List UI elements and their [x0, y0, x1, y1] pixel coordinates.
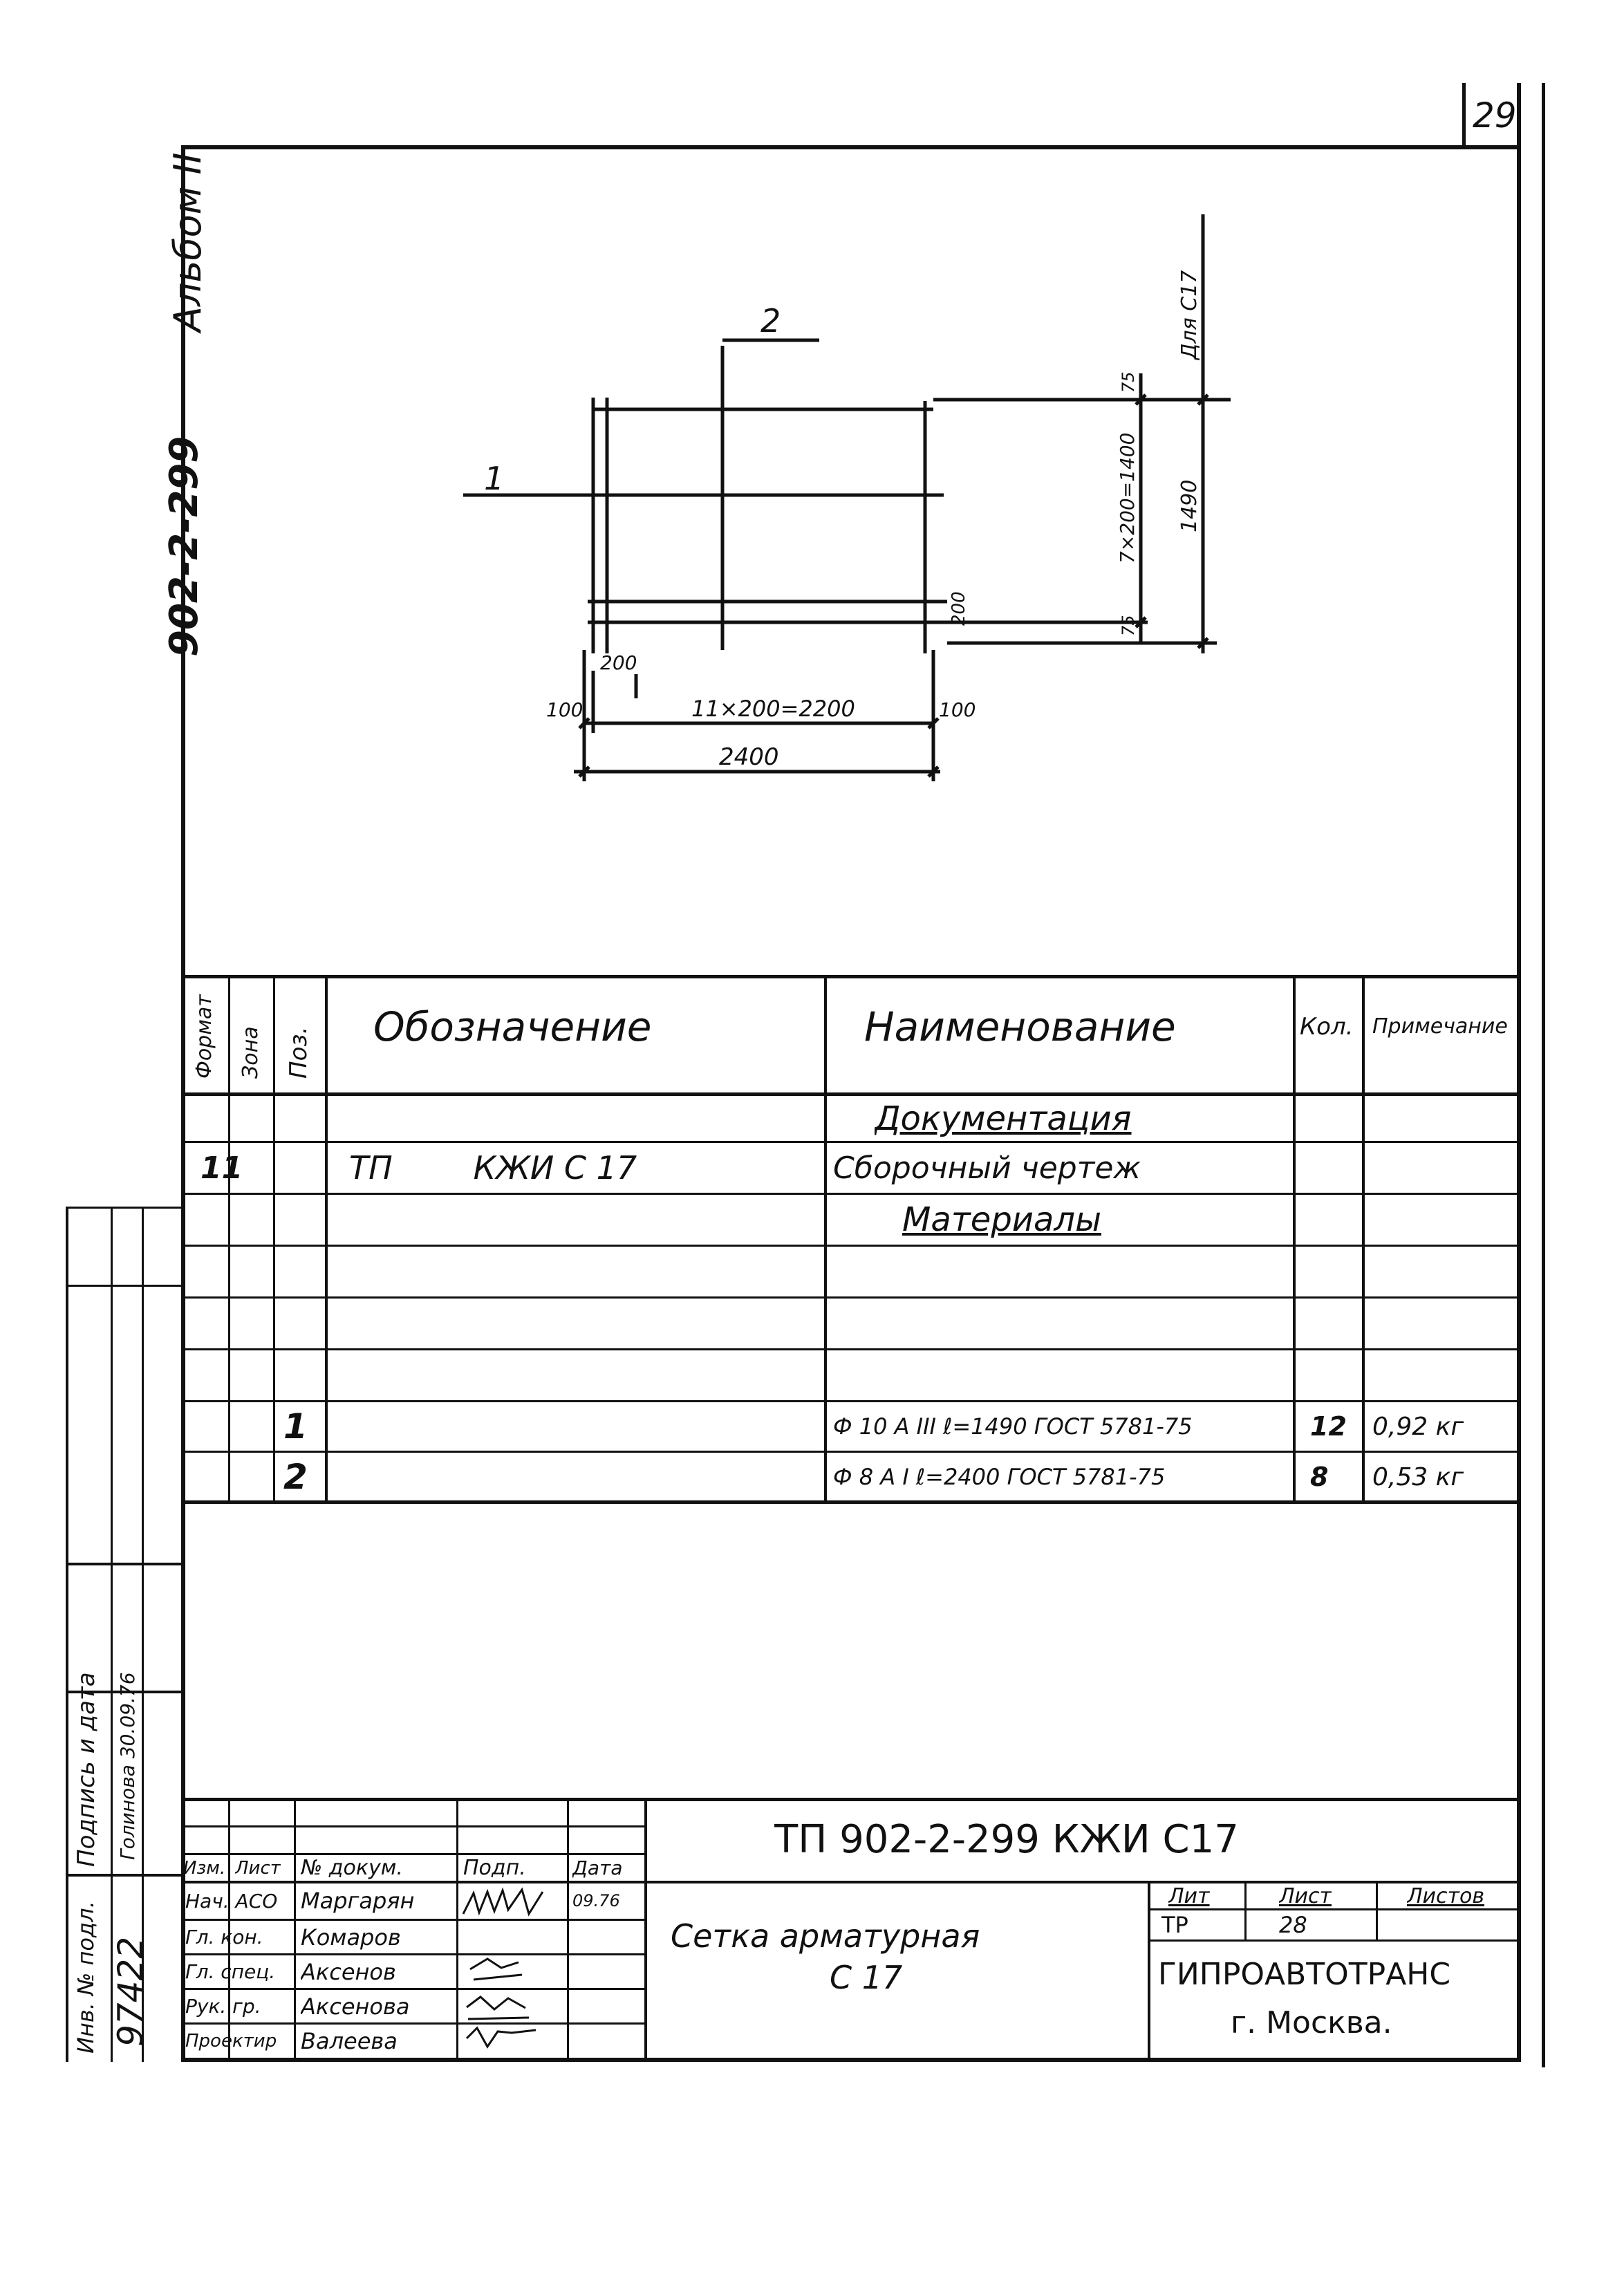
doc-title-line1: Сетка арматурная — [671, 1917, 980, 1955]
col-header-date: Дата — [572, 1857, 623, 1879]
dim-for-c17: Для С17 — [1177, 270, 1202, 361]
frame-left — [181, 145, 185, 2062]
role: Гл. кон. — [185, 1926, 263, 1948]
sheet-value: 28 — [1279, 1912, 1307, 1938]
stage-label: Лит — [1168, 1883, 1210, 1908]
city: г. Москва. — [1231, 2004, 1392, 2040]
stage-value: ТР — [1161, 1912, 1188, 1938]
role: Проектир — [185, 2031, 277, 2052]
frame-right-inner — [1517, 83, 1521, 2062]
sheet-label: Лист — [1279, 1883, 1332, 1908]
dim-200-right: 200 — [949, 591, 969, 626]
drawing-pos-2: 2 — [760, 302, 781, 339]
sheet-number-box — [1462, 83, 1466, 149]
header-zone: Зона — [239, 1026, 263, 1079]
col-header-signature: Подп. — [463, 1856, 526, 1880]
person-name: Валеева — [301, 2028, 398, 2054]
spec-row-note: 0,92 кг — [1372, 1412, 1464, 1441]
header-designation: Обозначение — [373, 1003, 652, 1050]
dim-vert-total: 1490 — [1177, 480, 1202, 532]
dim-right-100: 100 — [939, 698, 976, 721]
frame-top — [181, 145, 1521, 149]
header-qty: Кол. — [1300, 1013, 1354, 1041]
mesh-drawing: 1 2 100 200 11×200=2200 100 2400 200 75 … — [463, 214, 1231, 781]
frame-bottom — [181, 2058, 1521, 2062]
signatures-scribble — [462, 1887, 544, 2049]
sheet-number: 29 — [1473, 95, 1517, 136]
role: Нач. АСО — [185, 1889, 278, 1913]
signature-value: Голинова 30.09.76 — [116, 1672, 139, 1860]
spec-row-name: Ф 8 А I ℓ=2400 ГОСТ 5781-75 — [833, 1464, 1166, 1490]
signature-label: Подпись и дата — [73, 1672, 100, 1867]
spec-row-name: Ф 10 А III ℓ=1490 ГОСТ 5781-75 — [833, 1413, 1193, 1440]
sheets-label: Листов — [1407, 1883, 1485, 1908]
spec-row-name: Сборочный чертеж — [833, 1150, 1141, 1186]
person-name: Комаров — [301, 1924, 401, 1951]
dim-left-100: 100 — [546, 698, 583, 721]
header-format: Формат — [192, 994, 216, 1079]
sign-date: 09.76 — [572, 1891, 620, 1910]
organization: ГИПРОАВТОТРАНС — [1158, 1956, 1451, 1992]
header-pos: Поз. — [285, 1026, 312, 1079]
doc-code: ТП 902-2-299 КЖИ С17 — [774, 1816, 1239, 1862]
inventory-value: 97422 — [111, 1936, 151, 2047]
col-header-docnum: № докум. — [301, 1856, 403, 1880]
dim-bottom-75: 75 — [1119, 615, 1138, 636]
dim-vert-inner: 7×200=1400 — [1116, 433, 1139, 564]
dim-200: 200 — [600, 651, 637, 674]
person-name: Маргарян — [301, 1888, 415, 1914]
spec-row-pos: 1 — [283, 1406, 308, 1446]
spec-row-format: 11 — [200, 1150, 243, 1186]
dim-top-75: 75 — [1119, 371, 1138, 393]
col-header-change: Изм. — [183, 1857, 226, 1879]
role: Гл. спец. — [185, 1960, 276, 1983]
spec-row-designation: ТП КЖИ С 17 — [349, 1149, 637, 1187]
spec-row-qty: 12 — [1310, 1411, 1347, 1442]
spec-row-name: Материалы — [902, 1200, 1101, 1239]
dim-inner: 11×200=2200 — [691, 696, 855, 722]
col-header-sheet: Лист — [235, 1857, 281, 1879]
person-name: Аксенов — [301, 1958, 396, 1985]
header-name: Наименование — [864, 1003, 1176, 1050]
doc-title-line2: С 17 — [830, 1959, 903, 1996]
frame-right-outer — [1542, 83, 1545, 2067]
spec-row-pos: 2 — [283, 1457, 308, 1497]
drawing-pos-1: 1 — [484, 460, 504, 497]
spec-row-note: 0,53 кг — [1372, 1462, 1464, 1491]
inventory-label: Инв. № подл. — [73, 1901, 99, 2054]
role: Рук. гр. — [185, 1995, 261, 2018]
person-name: Аксенова — [301, 1993, 410, 2020]
header-note: Примечание — [1372, 1014, 1508, 1039]
spec-row-name: Документация — [875, 1099, 1132, 1138]
spec-row-qty: 8 — [1310, 1462, 1329, 1492]
dim-total: 2400 — [719, 743, 779, 771]
